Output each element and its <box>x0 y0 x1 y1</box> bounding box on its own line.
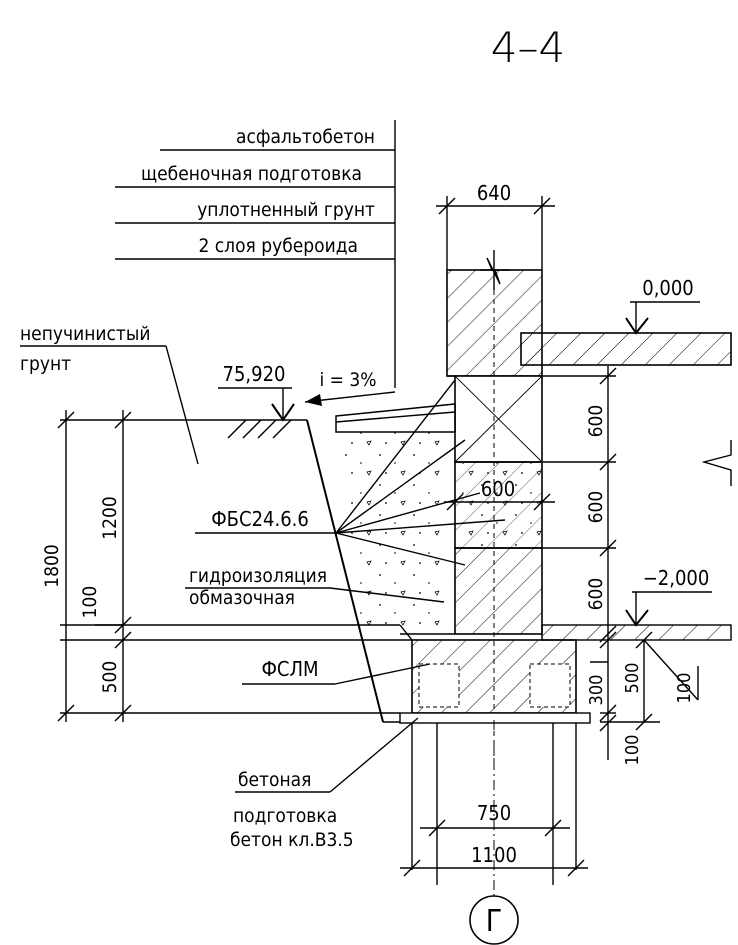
prep-label-line3: бетон кл.В3.5 <box>230 829 354 851</box>
dim-1800: 1800 <box>41 544 63 588</box>
axis-label: Г <box>486 904 502 939</box>
dim-500-left: 500 <box>99 661 121 694</box>
ground-surface <box>60 419 307 439</box>
left-dimensions <box>57 410 132 722</box>
prep-label-line1: бетоная <box>238 769 311 791</box>
elevation-ground-marker <box>218 387 295 422</box>
bottom-dimensions <box>400 720 588 900</box>
layer-legend: асфальтобетон щебеночная подготовка упло… <box>115 120 396 388</box>
elevation-floor-marker <box>625 301 700 335</box>
waterproof-label-line1: гидроизоляция <box>189 565 327 587</box>
fbs-blocks <box>454 290 543 760</box>
footing <box>399 624 732 724</box>
axis-bubble <box>469 895 519 945</box>
dim-block-width-line <box>444 493 555 511</box>
upper-wall <box>446 250 732 377</box>
dim-100-bottom: 100 <box>622 735 643 766</box>
fbs-label: ФБС24.6.6 <box>211 507 309 531</box>
soil-label-line1: непучинистый <box>20 323 150 345</box>
slope-label: i = 3% <box>319 369 376 391</box>
dim-1200: 1200 <box>99 496 121 540</box>
dim-block-width: 600 <box>481 477 515 501</box>
dim-1100: 1100 <box>471 843 517 867</box>
section-title: 4–4 <box>491 23 565 72</box>
backfill-wedge <box>342 430 447 634</box>
layer-asphalt-label: асфальтобетон <box>236 126 375 148</box>
waterproof-label-line2: обмазочная <box>189 587 295 609</box>
fslm-label: ФСЛМ <box>261 657 318 681</box>
excavation-slope <box>306 419 384 723</box>
elevation-ground: 75,920 <box>223 362 286 386</box>
layer-soil-label: уплотненный грунт <box>197 199 375 221</box>
dim-block-600-1: 600 <box>585 405 607 438</box>
layer-roofing-label: 2 слоя рубероида <box>198 235 358 257</box>
elevation-basement: −2,000 <box>643 566 710 590</box>
soil-label-line2: грунт <box>20 353 71 375</box>
dim-block-600-2: 600 <box>585 491 607 524</box>
elevation-basement-marker <box>625 591 712 627</box>
layer-gravel-label: щебеночная подготовка <box>141 163 362 185</box>
dim-100-left: 100 <box>79 586 101 619</box>
fbs-leader <box>195 379 506 566</box>
dim-640-line <box>436 196 555 270</box>
dim-750: 750 <box>477 801 511 825</box>
dim-640: 640 <box>477 181 511 205</box>
elevation-floor: 0,000 <box>642 276 694 300</box>
dim-500-right: 500 <box>622 663 643 694</box>
slope-arrow <box>304 391 396 406</box>
prep-label-line2: подготовка <box>233 805 337 827</box>
dim-300: 300 <box>586 675 607 706</box>
dim-block-600-3: 600 <box>585 578 607 611</box>
dim-100-right: 100 <box>674 673 695 704</box>
pavement <box>335 375 456 433</box>
